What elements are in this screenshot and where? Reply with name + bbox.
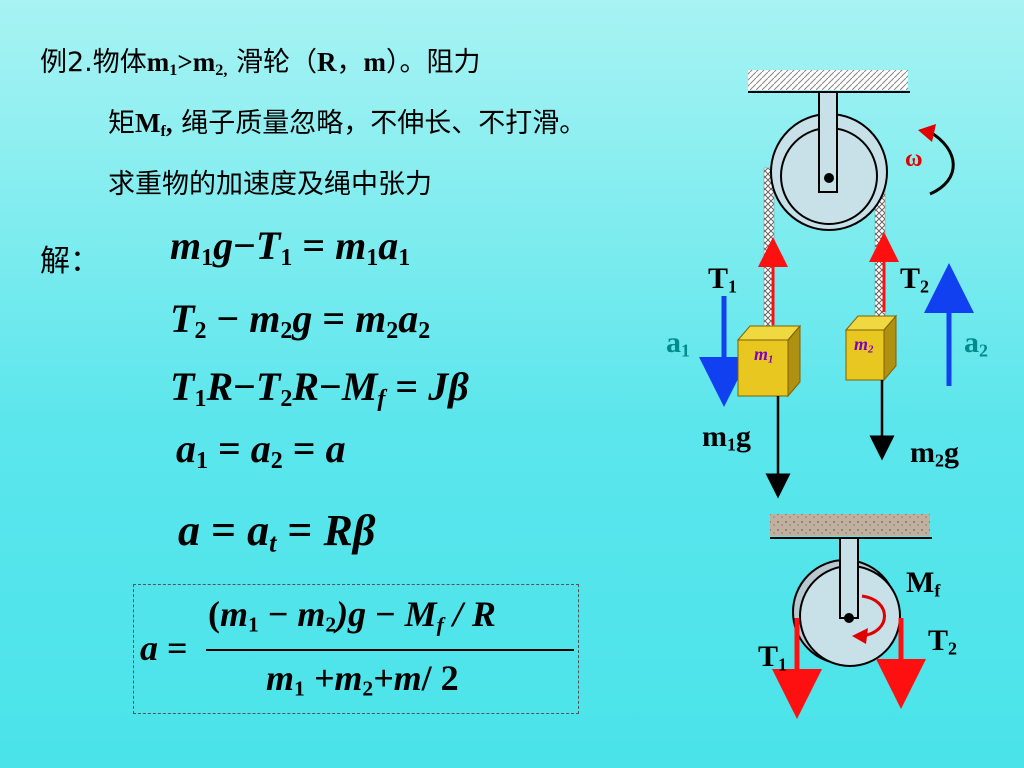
- result-numerator: (m1 − m2)g − Mf / R: [208, 594, 496, 637]
- m1g-label: m1g: [702, 420, 751, 455]
- example-number: 例2.: [40, 47, 93, 78]
- pulley-bottom-hanger: [839, 537, 859, 619]
- pulley-axle: [824, 173, 834, 183]
- pulley-hanger: [818, 91, 838, 193]
- equation-1: m1g−T1 = m1a1: [170, 223, 411, 271]
- T1-label: T1: [708, 262, 738, 297]
- solution-label: 解：: [40, 244, 100, 279]
- a2-label: a2: [964, 326, 988, 361]
- result-lhs: a =: [140, 628, 188, 668]
- omega-arrowhead: [918, 124, 936, 142]
- fraction-bar: [206, 649, 574, 651]
- equation-4: a1 = a2 = a: [176, 426, 346, 474]
- problem-line-3: 求重物的加速度及绳中张力: [108, 169, 432, 200]
- text: 矩: [108, 108, 135, 139]
- m2g-label: m2g: [910, 436, 959, 471]
- Mf-arrowhead: [852, 628, 868, 644]
- text: ，: [336, 47, 364, 78]
- equation-3: T1R−T2R−Mf = Jβ: [170, 364, 469, 412]
- Mf-arrow: [861, 594, 886, 638]
- text: ）。阻力: [385, 47, 481, 78]
- m-symbol: m: [363, 47, 386, 77]
- pulley-bottom-axle: [844, 613, 854, 623]
- text: 滑轮（: [235, 47, 317, 78]
- Mf-label: Mf: [906, 566, 941, 601]
- Mf-symbol: Mf,: [135, 108, 173, 141]
- block-m2: [845, 329, 885, 381]
- equation-5: a = at = Rβ: [178, 506, 376, 558]
- ceiling-top: [748, 70, 908, 90]
- ceiling-bottom: [770, 514, 930, 536]
- T2-bottom-label: T2: [928, 624, 958, 659]
- result-denominator: m1 +m2+m/ 2: [266, 658, 459, 701]
- T2-label: T2: [900, 262, 930, 297]
- m1-symbol: m1>m2,: [146, 47, 228, 80]
- block-m1: [737, 339, 789, 397]
- a1-label: a1: [666, 326, 690, 361]
- m1-block-label: m1: [754, 344, 774, 366]
- text: 绳子质量忽略，不伸长、不打滑。: [181, 108, 587, 139]
- omega-arrow: [929, 130, 955, 196]
- problem-line-1: 例2.物体m1>m2, 滑轮（R，m）。阻力: [40, 40, 480, 80]
- T1-bottom-label: T1: [758, 640, 788, 675]
- result-formula-box: a = (m1 − m2)g − Mf / R m1 +m2+m/ 2: [133, 584, 579, 714]
- m2-block-label: m2: [854, 334, 874, 356]
- omega-label: ω: [905, 146, 923, 172]
- R-symbol: R: [316, 47, 337, 77]
- problem-line-2: 矩Mf, 绳子质量忽略，不伸长、不打滑。: [108, 101, 586, 141]
- text: 物体: [92, 47, 147, 78]
- equation-2: T2 − m2g = m2a2: [170, 296, 431, 344]
